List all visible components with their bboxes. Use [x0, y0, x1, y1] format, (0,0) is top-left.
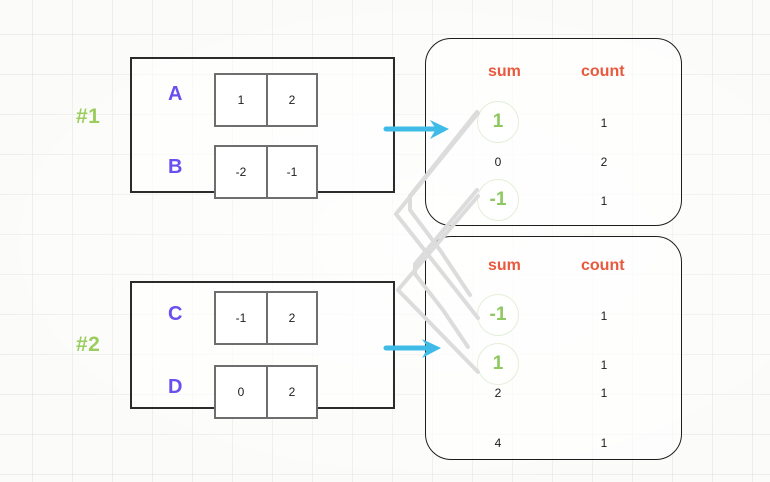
row-cells-d: 0 2 [214, 365, 318, 419]
row-cells-c: -1 2 [214, 291, 318, 345]
cell-a-0: 1 [237, 93, 245, 107]
cell-c-0: -1 [235, 311, 247, 325]
result-2-sum-value-0: -1 [477, 294, 519, 336]
result-1-count-value-2: 1 [600, 194, 608, 208]
result-2-sum-header: sum [488, 257, 521, 274]
result-box-2: sum count -1 1 1 1 2 1 4 1 [425, 236, 682, 460]
result-1-sum-value-2: -1 [477, 179, 519, 221]
result-2-count-value-3: 1 [600, 436, 608, 450]
result-2-count-header: count [581, 257, 625, 274]
row-letter-d: D [168, 376, 183, 398]
cell-d-0: 0 [237, 385, 245, 399]
result-2-sum-value-3: 4 [494, 436, 502, 450]
row-letter-a: A [168, 83, 183, 105]
row-cells-a: 1 2 [214, 73, 318, 127]
result-2-count-value-2: 1 [600, 386, 608, 400]
result-1-sum-header: sum [488, 63, 521, 80]
result-1-count-header: count [581, 63, 625, 80]
result-1-count-value-0: 1 [600, 116, 608, 130]
result-2-count-value-0: 1 [600, 309, 608, 323]
result-1-sum-value-1: 0 [494, 155, 502, 169]
cell-b-1: -1 [266, 147, 316, 197]
result-1-sum-value-0: 1 [477, 101, 519, 143]
result-box-1: sum count 1 1 0 2 -1 1 [425, 38, 682, 226]
cell-c-1: 2 [266, 293, 316, 343]
cell-a-1: 2 [266, 75, 316, 125]
result-2-count-value-1: 1 [600, 358, 608, 372]
row-cells-b: -2 -1 [214, 145, 318, 199]
cell-b-0: -2 [235, 165, 247, 179]
row-letter-b: B [168, 156, 183, 178]
row-letter-c: C [168, 303, 183, 325]
result-1-count-value-1: 2 [600, 155, 608, 169]
result-2-sum-value-2: 2 [494, 386, 502, 400]
cell-d-1: 2 [266, 367, 316, 417]
group-label-2: #2 [76, 333, 101, 356]
partition-box-2: C -1 2 D 0 2 [130, 281, 395, 419]
group-label-1: #1 [76, 105, 101, 128]
partition-box-1: A 1 2 B -2 -1 [130, 57, 395, 199]
result-2-sum-value-1: 1 [477, 343, 519, 385]
